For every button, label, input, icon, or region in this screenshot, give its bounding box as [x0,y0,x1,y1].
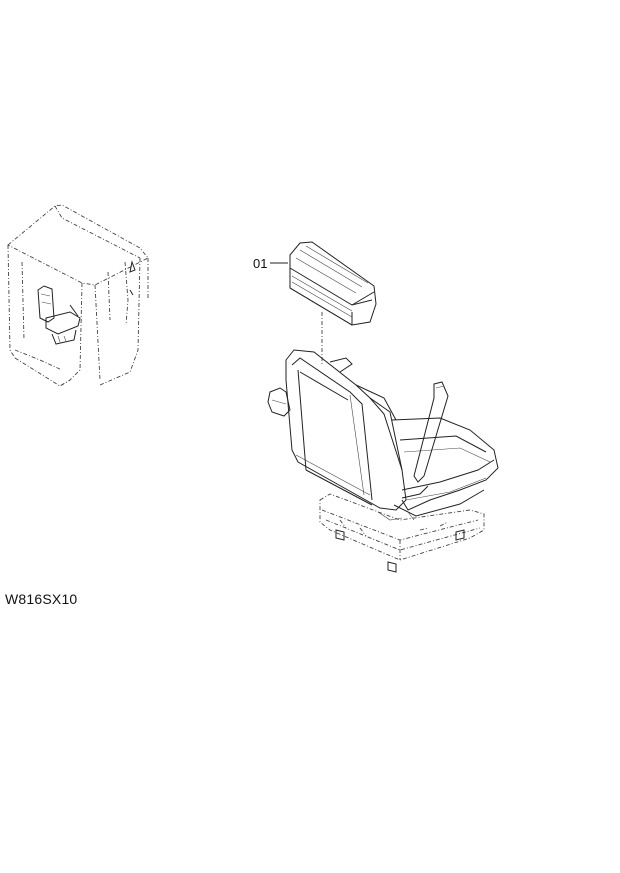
cab-overview [7,204,149,387]
cab-seat-miniature [37,285,81,345]
operator-seat [267,349,499,573]
drawing-code-label: W816SX10 [5,591,78,607]
callout-label-01: 01 [253,256,268,271]
headrest-part [270,241,377,366]
